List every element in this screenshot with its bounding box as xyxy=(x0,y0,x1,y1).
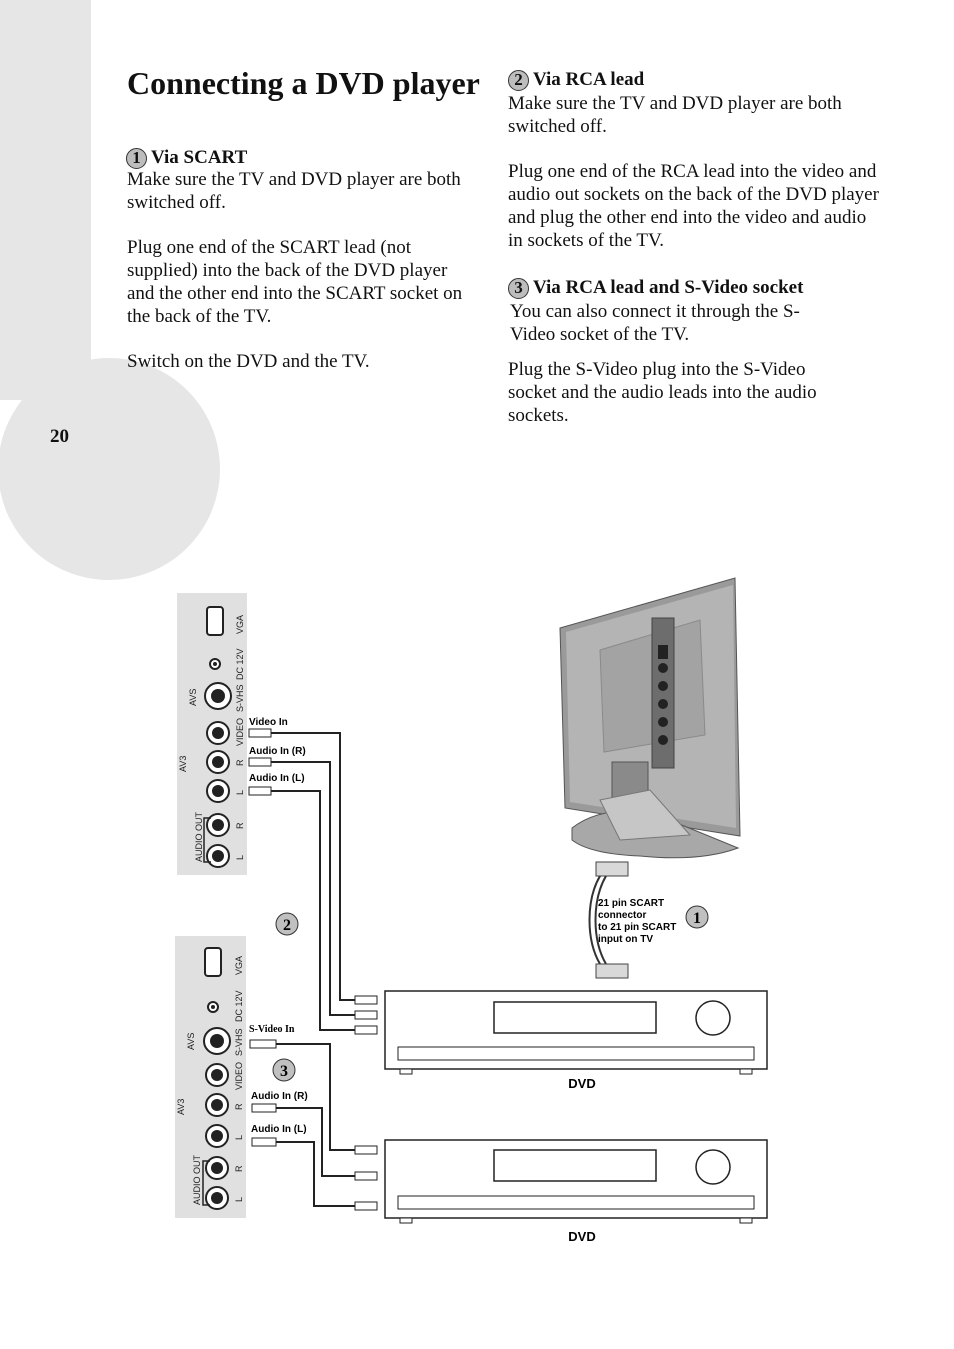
bottom-panel-r-label: R xyxy=(234,1103,244,1110)
top-panel-audio-l-label: L xyxy=(235,855,245,860)
top-panel-audio-out-label: AUDIO OUT xyxy=(194,811,204,862)
dvd-1-label: DVD xyxy=(568,1076,595,1091)
step-3-title: Via RCA lead and S-Video socket xyxy=(533,277,804,298)
scart-note-line-1: 21 pin SCART xyxy=(598,898,664,909)
dvd1-rca-plugs xyxy=(354,995,378,1035)
rca-cables-top xyxy=(271,732,355,1031)
rca-cables-bottom xyxy=(276,1043,355,1207)
step-3-para-2: Plug the S-Video plug into the S-Video s… xyxy=(508,359,817,426)
top-callout-video-in: Video In xyxy=(249,717,288,728)
top-panel-plugs xyxy=(248,728,272,796)
top-panel-vga-label: VGA xyxy=(235,615,245,634)
scart-note-line-3: to 21 pin SCART xyxy=(598,922,676,933)
bottom-panel-av3-label: AV3 xyxy=(176,1099,186,1115)
bottom-panel-audio-out-label: AUDIO OUT xyxy=(192,1154,202,1205)
step-2-para-2: Plug one end of the RCA lead into the vi… xyxy=(508,161,879,251)
step-1-para-3: Switch on the DVD and the TV. xyxy=(127,351,370,372)
step-2-para-1: Make sure the TV and DVD player are both… xyxy=(508,93,842,137)
bottom-panel-audio-r-label: R xyxy=(234,1165,244,1172)
top-panel-r-label: R xyxy=(235,759,245,766)
scart-cable xyxy=(588,861,629,979)
bottom-panel-l-label: L xyxy=(234,1135,244,1140)
top-callout-audio-in-l: Audio In (L) xyxy=(249,773,305,784)
bottom-panel-audio-l-label: L xyxy=(234,1197,244,1202)
top-panel-audio-r-label: R xyxy=(235,822,245,829)
step-1-para-1: Make sure the TV and DVD player are both… xyxy=(127,169,461,213)
step-1-badge: 1 xyxy=(126,147,147,169)
diagram-badge-1 xyxy=(685,905,709,929)
top-panel-l-label: L xyxy=(235,790,245,795)
page-number-circle xyxy=(0,358,220,580)
bottom-panel-svhs-label: S-VHS xyxy=(234,1028,244,1056)
tv-panel-bottom xyxy=(175,936,246,1218)
dvd-player-2 xyxy=(384,1139,768,1224)
bottom-panel-video-label: VIDEO xyxy=(234,1062,244,1090)
step-2-heading: 2 Via RCA lead xyxy=(508,69,644,91)
page-number: 20 xyxy=(50,426,69,447)
scart-note-line-2: connector xyxy=(598,910,646,921)
step-2-title: Via RCA lead xyxy=(533,69,645,90)
diagram-badge-2-label: 2 xyxy=(283,917,291,934)
bottom-callout-svideo-in: S-Video In xyxy=(249,1024,295,1035)
diagram-badge-3-label: 3 xyxy=(280,1063,288,1080)
top-panel-video-label: VIDEO xyxy=(235,718,245,746)
dvd-player-1 xyxy=(384,990,768,1075)
tv-panel-top xyxy=(177,593,247,875)
step-1-title: Via SCART xyxy=(151,147,248,168)
scart-note-line-4: input on TV xyxy=(598,934,653,945)
top-panel-av3-label: AV3 xyxy=(178,756,188,772)
bottom-panel-vga-label: VGA xyxy=(234,956,244,975)
top-callout-audio-in-r: Audio In (R) xyxy=(249,746,306,757)
bottom-callout-audio-in-r: Audio In (R) xyxy=(251,1091,308,1102)
top-panel-dc-label: DC 12V xyxy=(235,648,245,680)
step-3-para-1: You can also connect it through the S-Vi… xyxy=(510,301,800,345)
step-2-badge: 2 xyxy=(508,69,529,91)
step-1-para-2: Plug one end of the SCART lead (not supp… xyxy=(127,237,463,327)
diagram-badge-2 xyxy=(275,912,299,936)
bottom-callout-audio-in-l: Audio In (L) xyxy=(251,1124,307,1135)
bottom-panel-avs-label: AVS xyxy=(186,1033,196,1050)
step-1-heading: 1 Via SCART xyxy=(126,147,247,169)
diagram-badge-3 xyxy=(272,1058,296,1082)
top-panel-svhs-label: S-VHS xyxy=(235,684,245,712)
step-3-heading: 3 Via RCA lead and S-Video socket xyxy=(508,277,803,299)
dvd-2-label: DVD xyxy=(568,1229,595,1244)
tv-rear-illustration xyxy=(559,577,741,859)
step-3-badge: 3 xyxy=(508,277,529,299)
bottom-panel-dc-label: DC 12V xyxy=(234,990,244,1022)
sidebar-strip xyxy=(0,0,91,400)
diagram-badge-1-label: 1 xyxy=(693,910,701,927)
dvd2-rca-plugs xyxy=(354,1145,378,1211)
page-title: Connecting a DVD player xyxy=(127,65,480,101)
top-panel-avs-label: AVS xyxy=(188,689,198,706)
